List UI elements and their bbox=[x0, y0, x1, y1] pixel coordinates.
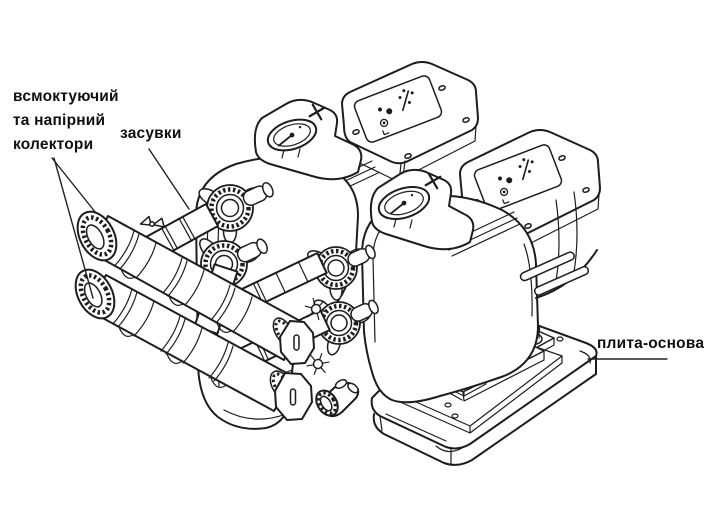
callout-leader-lines bbox=[51, 148, 668, 360]
drain-spout bbox=[315, 378, 360, 418]
pump-head-right bbox=[369, 168, 475, 251]
leader-manifold-upper bbox=[51, 157, 97, 214]
vent-slots-right bbox=[519, 251, 590, 296]
manifold-end-cap-upper bbox=[76, 210, 118, 262]
end-valve-handle-upper bbox=[272, 317, 315, 365]
leader-valves bbox=[148, 148, 190, 210]
manifold-lower bbox=[74, 268, 313, 421]
valve-cross-mark-right bbox=[424, 172, 442, 190]
port-flange-right-upper bbox=[306, 244, 376, 301]
pressure-gauge-left bbox=[266, 118, 318, 152]
star-wing-nut bbox=[304, 297, 328, 321]
valve-cross-mark-left bbox=[308, 103, 326, 121]
callout-manifolds-line2: та напірний bbox=[13, 112, 106, 129]
callout-manifolds-line3: колектори bbox=[13, 136, 94, 153]
callout-valves: засувки bbox=[120, 122, 182, 146]
control-panel-right bbox=[473, 144, 563, 212]
control-panel-left bbox=[353, 75, 443, 143]
leader-manifold-lower bbox=[53, 157, 94, 299]
callout-manifolds: всмоктуючий та напірний колектори bbox=[13, 85, 119, 157]
callout-base-plate-line1: плита-основа bbox=[597, 335, 704, 352]
motor-box-left bbox=[341, 61, 479, 183]
callout-manifolds-line1: всмоктуючий bbox=[13, 88, 119, 105]
pressure-gauge-right bbox=[377, 186, 431, 220]
wing-handle bbox=[139, 215, 165, 228]
star-wing-nut bbox=[306, 353, 330, 375]
callout-base-plate: плита-основа bbox=[597, 332, 704, 356]
callout-valves-line1: засувки bbox=[120, 125, 182, 142]
end-valve-handle-lower bbox=[269, 370, 313, 421]
manifold-upper bbox=[76, 210, 315, 365]
pump-head-left bbox=[253, 98, 363, 181]
manifold-end-cap-lower bbox=[74, 268, 116, 320]
